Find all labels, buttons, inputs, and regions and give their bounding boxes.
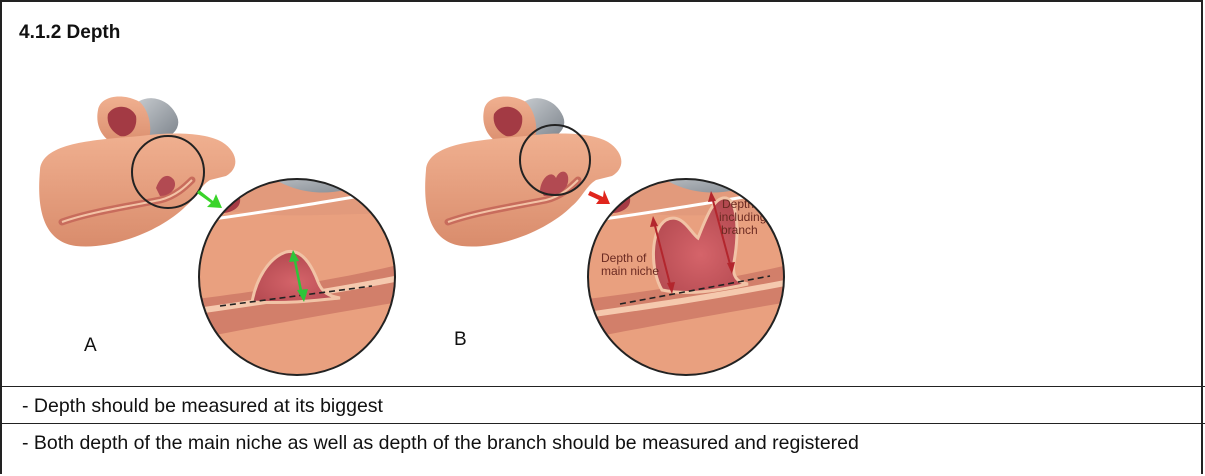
divider-top xyxy=(0,386,1205,387)
figure-a-zoom xyxy=(190,170,410,386)
label-depth-main-1: Depth of xyxy=(601,251,647,265)
figure-b-zoom: Depth of main niche Depth including bran… xyxy=(580,170,800,386)
label-depth-branch-3: branch xyxy=(721,223,758,237)
depth-illustrations: Depth of main niche Depth including bran… xyxy=(0,0,1205,386)
label-depth-main-2: main niche xyxy=(601,264,659,278)
figure-b-uterus xyxy=(425,96,621,246)
pointer-arrow-b xyxy=(588,190,610,204)
figure-label-b: B xyxy=(454,329,467,351)
note-line-1: - Depth should be measured at its bigges… xyxy=(22,395,383,418)
figure-a-uterus xyxy=(39,96,235,246)
divider-middle xyxy=(0,423,1205,424)
note-line-2: - Both depth of the main niche as well a… xyxy=(22,432,859,455)
pointer-arrow-a xyxy=(197,190,222,208)
figure-label-a: A xyxy=(84,335,97,357)
label-depth-branch-1: Depth xyxy=(722,197,754,211)
